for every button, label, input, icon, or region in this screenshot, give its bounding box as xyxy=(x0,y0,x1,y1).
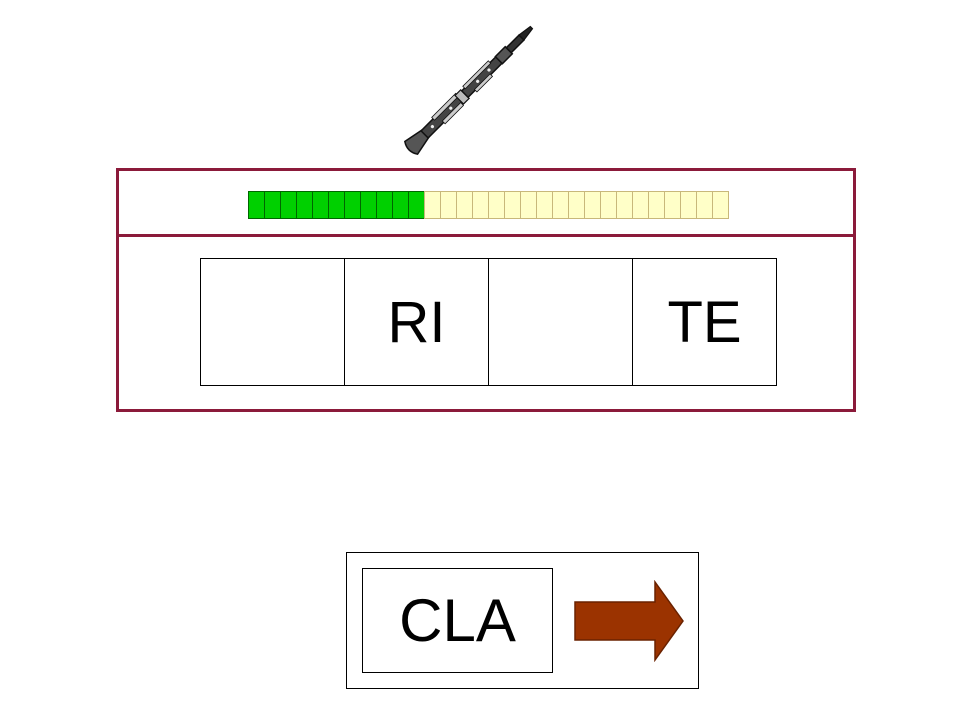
progress-segment-todo xyxy=(632,191,649,219)
progress-row xyxy=(119,171,853,237)
syllable-slot-4[interactable]: TE xyxy=(632,258,777,386)
progress-segment-done xyxy=(312,191,329,219)
progress-segment-done xyxy=(264,191,281,219)
progress-segment-todo xyxy=(680,191,697,219)
clarinet-icon xyxy=(403,25,534,155)
progress-segment-todo xyxy=(616,191,633,219)
arrow-right-icon[interactable] xyxy=(573,580,685,662)
progress-segment-done xyxy=(280,191,297,219)
syllable-slot-3[interactable] xyxy=(488,258,633,386)
progress-segment-done xyxy=(360,191,377,219)
syllable-slot-2[interactable]: RI xyxy=(344,258,489,386)
progress-segment-todo xyxy=(440,191,457,219)
answer-panel: CLA xyxy=(346,552,699,689)
progress-segment-todo xyxy=(568,191,585,219)
syllable-slot-1[interactable] xyxy=(200,258,345,386)
progress-segment-todo xyxy=(584,191,601,219)
progress-segment-todo xyxy=(472,191,489,219)
progress-segment-done xyxy=(392,191,409,219)
progress-segment-todo xyxy=(424,191,441,219)
progress-segment-done xyxy=(408,191,425,219)
progress-segment-done xyxy=(328,191,345,219)
progress-segment-done xyxy=(344,191,361,219)
progress-segment-todo xyxy=(648,191,665,219)
progress-segment-done xyxy=(248,191,265,219)
progress-segment-todo xyxy=(520,191,537,219)
word-panel: RI TE xyxy=(116,168,856,412)
syllable-slots: RI TE xyxy=(200,258,777,386)
progress-segment-done xyxy=(296,191,313,219)
progress-segment-todo xyxy=(664,191,681,219)
progress-segment-todo xyxy=(456,191,473,219)
progress-segment-todo xyxy=(536,191,553,219)
syllable-tile[interactable]: CLA xyxy=(362,568,553,673)
progress-segment-todo xyxy=(552,191,569,219)
progress-segment-todo xyxy=(712,191,729,219)
progress-segment-todo xyxy=(600,191,617,219)
progress-segment-todo xyxy=(488,191,505,219)
progress-segment-todo xyxy=(696,191,713,219)
progress-bar xyxy=(248,191,729,219)
progress-segment-done xyxy=(376,191,393,219)
progress-segment-todo xyxy=(504,191,521,219)
